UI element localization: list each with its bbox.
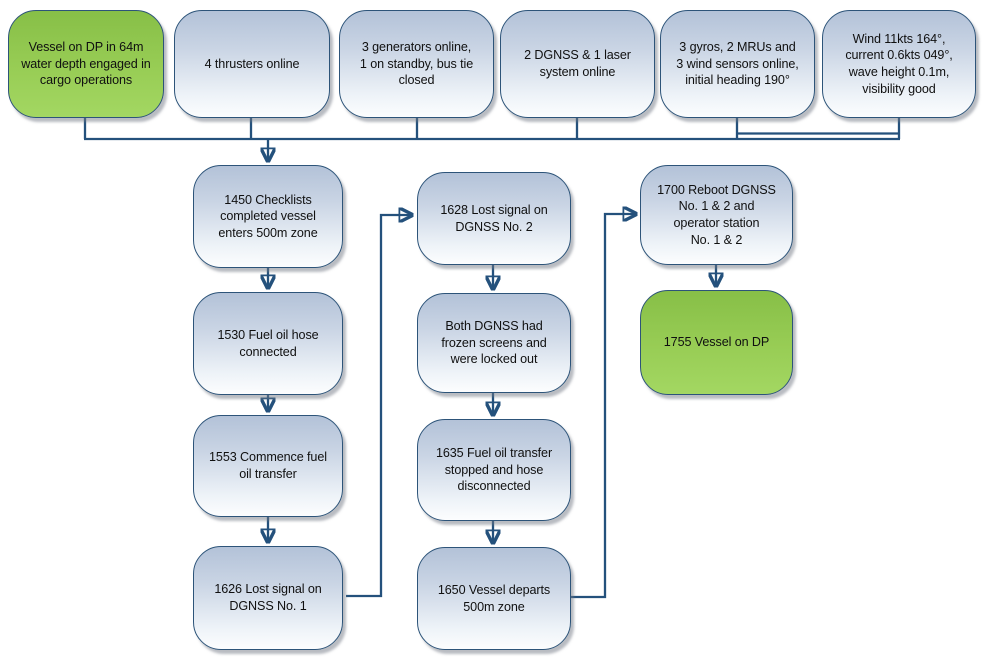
- node-gyros-mrus-wind-sensors: 3 gyros, 2 MRUs and 3 wind sensors onlin…: [660, 10, 815, 118]
- node-label: Wind 11kts 164°, current 0.6kts 049°, wa…: [845, 31, 953, 96]
- node-1650-vessel-departs: 1650 Vessel departs 500m zone: [417, 547, 571, 650]
- node-1530-fuel-hose-connected: 1530 Fuel oil hose connected: [193, 292, 343, 395]
- node-label: 1700 Reboot DGNSS No. 1 & 2 and operator…: [657, 182, 776, 247]
- node-both-dgnss-frozen: Both DGNSS had frozen screens and were l…: [417, 293, 571, 393]
- node-1755-vessel-on-dp: 1755 Vessel on DP: [640, 290, 793, 395]
- node-label: Vessel on DP in 64m water depth engaged …: [21, 40, 151, 88]
- node-label: 1755 Vessel on DP: [663, 335, 770, 350]
- node-label: 1628 Lost signal on DGNSS No. 2: [440, 202, 548, 234]
- node-label: 1626 Lost signal on DGNSS No. 1: [214, 582, 322, 613]
- node-2-dgnss-1-laser: 2 DGNSS & 1 laser system online: [500, 10, 655, 118]
- node-1626-lost-signal-dgnss1: 1626 Lost signal on DGNSS No. 1: [193, 546, 343, 650]
- elbow-1626-to-1628: [346, 215, 412, 598]
- elbow-1650-to-1700: [571, 214, 636, 599]
- node-label: 1553 Commence fuel oil transfer: [209, 450, 327, 481]
- node-1553-commence-transfer: 1553 Commence fuel oil transfer: [193, 415, 343, 517]
- node-label: 1650 Vessel departs 500m zone: [437, 582, 551, 614]
- node-label: 1530 Fuel oil hose connected: [217, 327, 319, 359]
- node-1700-reboot-dgnss: 1700 Reboot DGNSS No. 1 & 2 and operator…: [640, 165, 793, 265]
- node-label: 2 DGNSS & 1 laser system online: [524, 48, 631, 79]
- node-label: 1635 Fuel oil transfer stopped and hose …: [435, 446, 553, 494]
- node-label: 1450 Checklists completed vessel enters …: [218, 192, 318, 240]
- node-4-thrusters-online: 4 thrusters online: [174, 10, 330, 118]
- node-1635-transfer-stopped: 1635 Fuel oil transfer stopped and hose …: [417, 419, 571, 521]
- node-vessel-on-dp-start: Vessel on DP in 64m water depth engaged …: [8, 10, 164, 118]
- node-1628-lost-signal-dgnss2: 1628 Lost signal on DGNSS No. 2: [417, 172, 571, 265]
- node-weather-conditions: Wind 11kts 164°, current 0.6kts 049°, wa…: [822, 10, 976, 118]
- node-label: Both DGNSS had frozen screens and were l…: [441, 319, 547, 367]
- node-3-generators-online: 3 generators online, 1 on standby, bus t…: [339, 10, 494, 118]
- node-label: 3 gyros, 2 MRUs and 3 wind sensors onlin…: [676, 40, 799, 88]
- node-label: 4 thrusters online: [204, 56, 300, 71]
- node-1450-checklists-completed: 1450 Checklists completed vessel enters …: [193, 165, 343, 268]
- node-label: 3 generators online, 1 on standby, bus t…: [359, 40, 474, 88]
